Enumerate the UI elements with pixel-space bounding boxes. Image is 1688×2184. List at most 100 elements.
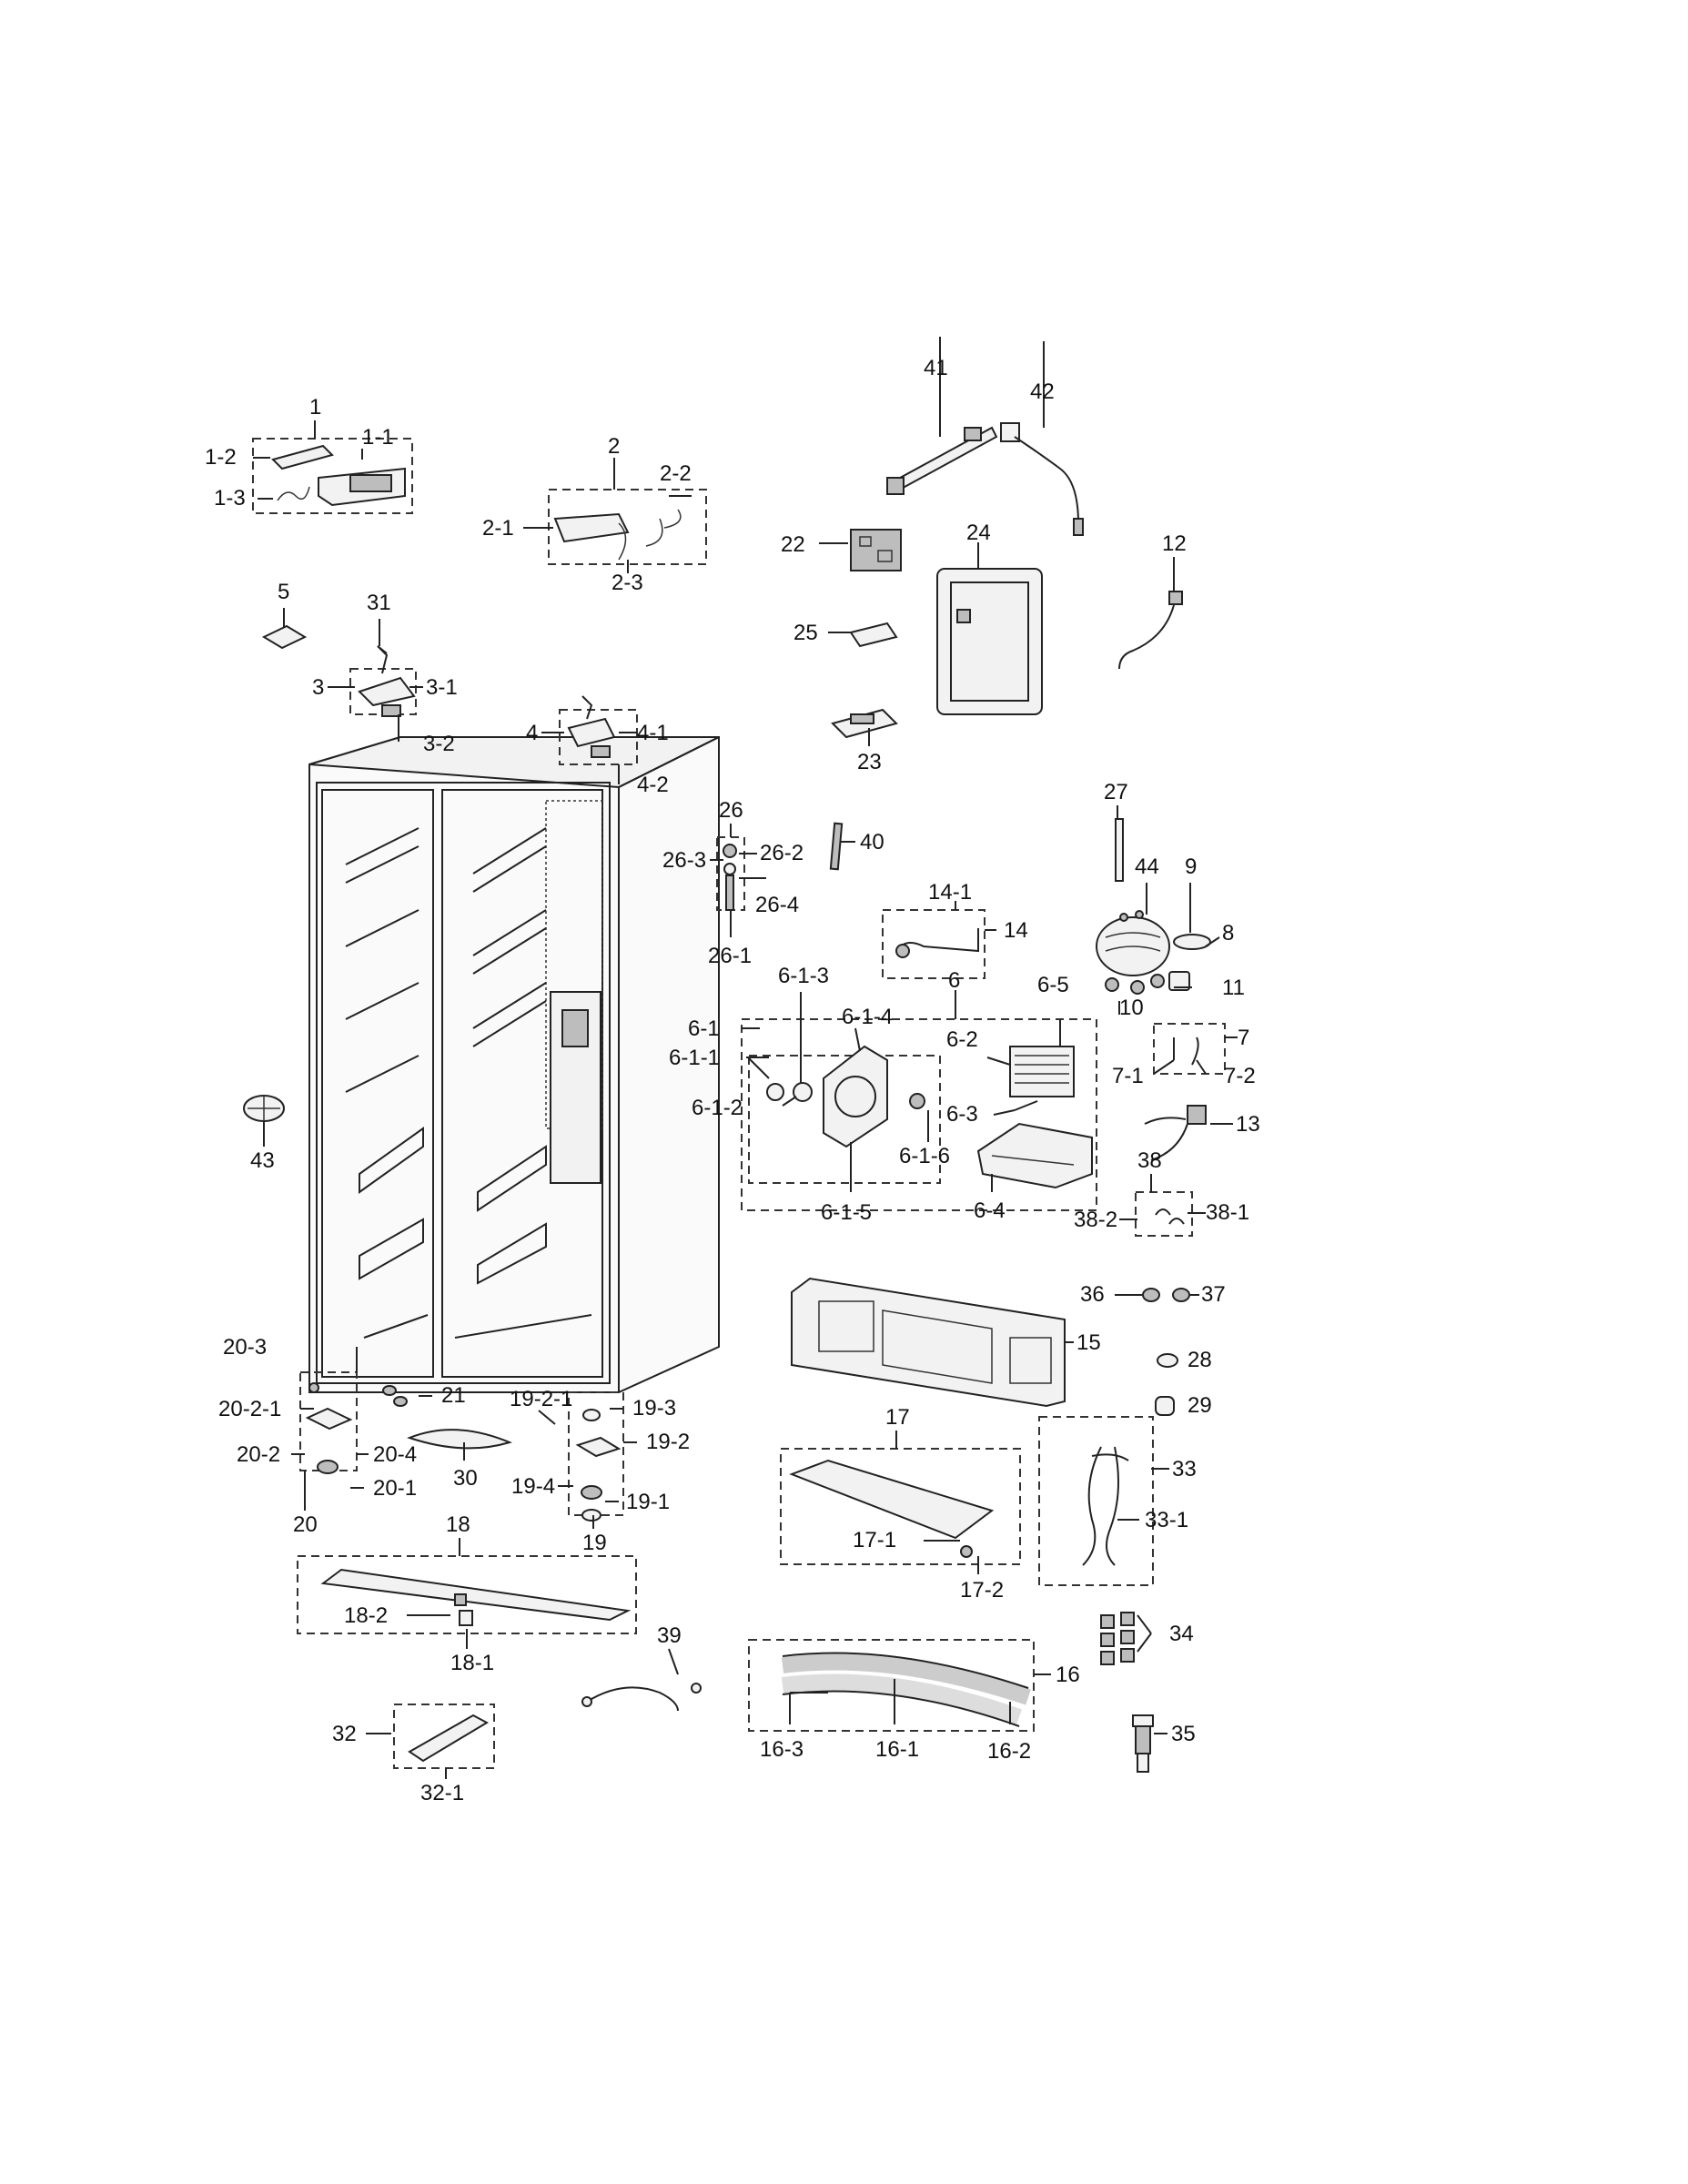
label-17: 17 <box>885 1405 910 1430</box>
label-4: 4 <box>526 721 538 745</box>
label-43: 43 <box>250 1148 275 1173</box>
part-31-pin <box>377 645 388 654</box>
group-38-box <box>1135 1191 1193 1237</box>
label-26: 26 <box>719 798 743 823</box>
label-23: 23 <box>857 750 882 774</box>
part-29 <box>1155 1396 1175 1416</box>
label-6-4: 6-4 <box>974 1198 1006 1223</box>
label-20: 20 <box>293 1512 318 1537</box>
part-38-clips <box>1155 1208 1185 1225</box>
label-17-2: 17-2 <box>960 1578 1004 1603</box>
label-18-1: 18-1 <box>450 1651 494 1675</box>
group-7-box <box>1153 1023 1226 1075</box>
part-15-panel <box>791 1277 1066 1408</box>
label-26-3: 26-3 <box>662 848 706 873</box>
part-41-bracket <box>886 426 998 495</box>
label-35: 35 <box>1171 1722 1196 1746</box>
part-37 <box>1172 1288 1190 1302</box>
label-1-3: 1-3 <box>214 486 246 511</box>
label-6-5: 6-5 <box>1037 973 1069 997</box>
label-4-2: 4-2 <box>637 773 669 797</box>
part-6-4-tray <box>976 1122 1093 1189</box>
part-4-hinge <box>567 695 616 758</box>
label-26-1: 26-1 <box>708 944 752 968</box>
group-18-box <box>297 1555 637 1634</box>
group-4-box <box>559 709 638 765</box>
part-24-panel <box>936 568 1043 715</box>
part-12-cord <box>1118 591 1183 670</box>
part-39-cable <box>581 1683 702 1712</box>
part-18-kickplate <box>320 1568 632 1626</box>
label-16: 16 <box>1056 1663 1080 1687</box>
label-14-1: 14-1 <box>928 880 972 905</box>
label-6: 6 <box>948 968 960 993</box>
part-6-1-fan <box>766 1045 925 1148</box>
label-16-2: 16-2 <box>987 1739 1031 1764</box>
label-3-1: 3-1 <box>426 675 458 700</box>
label-33-1: 33-1 <box>1145 1508 1188 1532</box>
part-33-harness <box>1082 1446 1129 1566</box>
label-20-3: 20-3 <box>223 1335 267 1360</box>
label-8: 8 <box>1222 921 1234 945</box>
part-32-strip <box>408 1714 490 1763</box>
part-25-sensor <box>849 622 898 648</box>
label-1: 1 <box>309 395 321 420</box>
part-3-hinge <box>358 645 416 717</box>
part-40-rod <box>829 822 844 871</box>
part-17-plate <box>789 1459 995 1558</box>
part-36 <box>1142 1288 1160 1302</box>
label-2: 2 <box>608 434 620 459</box>
dispenser-area <box>550 991 601 1184</box>
label-6-3: 6-3 <box>946 1102 978 1127</box>
label-26-2: 26-2 <box>760 841 804 865</box>
part-23-board <box>831 708 898 739</box>
part-43-cap <box>243 1095 285 1122</box>
group-16-box <box>748 1639 1035 1732</box>
label-7-2: 7-2 <box>1224 1064 1256 1088</box>
label-20-1: 20-1 <box>373 1476 417 1501</box>
label-19-2-1: 19-2-1 <box>510 1387 572 1411</box>
label-16-3: 16-3 <box>760 1737 804 1762</box>
group-1-box <box>252 438 413 514</box>
label-11: 11 <box>1222 976 1245 1000</box>
label-4-1: 4-1 <box>637 721 669 745</box>
part-42-cable <box>1000 422 1084 536</box>
label-25: 25 <box>793 621 818 645</box>
label-9: 9 <box>1185 854 1197 879</box>
label-6-1: 6-1 <box>688 1016 720 1041</box>
shelf-lines <box>345 827 592 1339</box>
part-16-tube <box>781 1652 1031 1727</box>
label-38: 38 <box>1137 1148 1162 1173</box>
label-39: 39 <box>657 1623 682 1648</box>
part-22-pcb <box>850 529 902 571</box>
leader-lines <box>253 337 1238 1779</box>
cabinet <box>308 736 720 1393</box>
label-31: 31 <box>367 591 391 615</box>
part-8-compressor <box>1096 910 1170 995</box>
label-32-1: 32-1 <box>420 1781 464 1805</box>
label-6-1-2: 6-1-2 <box>692 1096 743 1120</box>
part-7-wires <box>1173 1036 1199 1066</box>
label-20-4: 20-4 <box>373 1442 417 1467</box>
part-6-3-clip <box>1014 1100 1038 1111</box>
label-18: 18 <box>446 1512 470 1537</box>
label-6-1-5: 6-1-5 <box>821 1200 872 1225</box>
label-14: 14 <box>1004 918 1028 943</box>
label-19-1: 19-1 <box>626 1490 670 1514</box>
label-3: 3 <box>312 675 324 700</box>
part-1-tray <box>271 444 406 507</box>
label-38-1: 38-1 <box>1206 1200 1249 1225</box>
label-2-2: 2-2 <box>660 461 692 486</box>
part-5-pad <box>261 624 308 650</box>
label-19-4: 19-4 <box>511 1474 555 1499</box>
label-12: 12 <box>1162 531 1187 556</box>
part-13-valve <box>1144 1105 1207 1161</box>
part-28 <box>1157 1353 1178 1368</box>
label-6-1-1: 6-1-1 <box>669 1046 720 1070</box>
part-35-fitting <box>1132 1714 1154 1773</box>
label-7-1: 7-1 <box>1112 1064 1144 1088</box>
label-34: 34 <box>1169 1622 1194 1646</box>
label-28: 28 <box>1188 1348 1212 1372</box>
label-17-1: 17-1 <box>853 1528 896 1552</box>
